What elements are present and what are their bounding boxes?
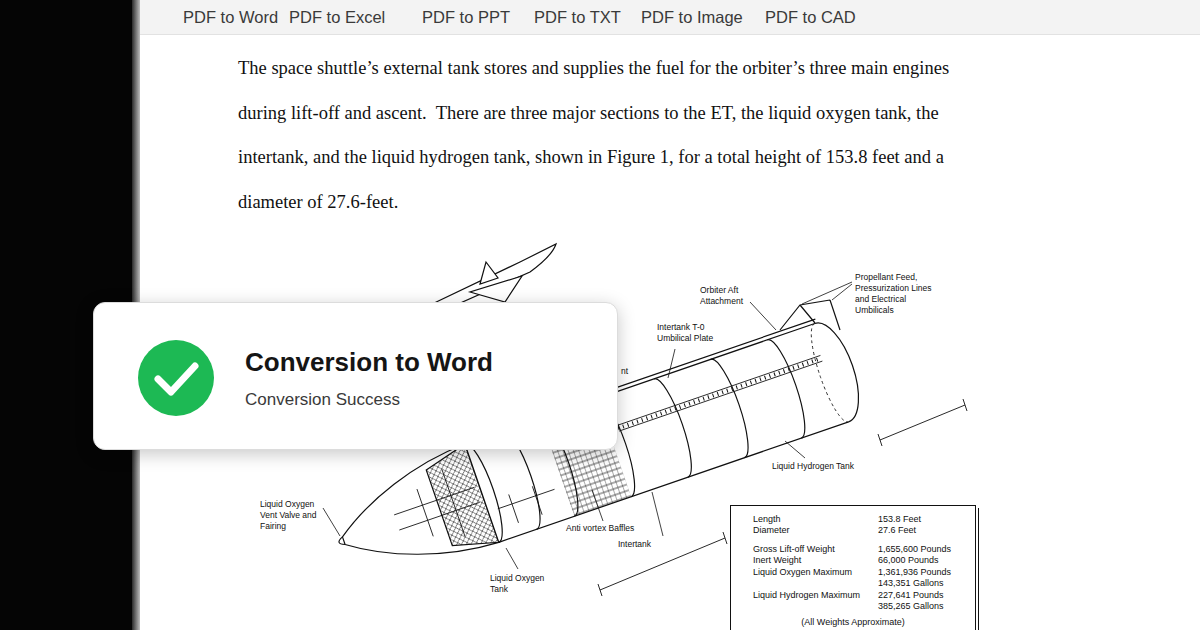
table-note: (All Weights Approximate) [731,617,975,628]
success-icon [131,333,221,423]
cable-tray [617,355,822,431]
part-label: Anti vortex Baffles [566,523,634,534]
orbiter-fin [480,262,498,284]
table-cell: 1,655,600 Pounds [878,544,951,555]
toast-notification: Conversion to WordConversion Success [93,302,618,450]
menu-item: PDF to Word [183,7,278,27]
table-cell: 153.8 Feet [878,514,921,525]
success-circle [138,340,214,416]
part-label: Intertank [618,539,651,550]
aft-struts [780,300,840,330]
table-cell: Inert Weight [753,555,801,566]
table-cell: 227,641 Pounds [878,590,944,601]
toast-message: Conversion Success [245,390,400,410]
table-cell: 66,000 Pounds [878,555,939,566]
feed-line [605,319,815,391]
part-label: Propellant Feed, Pressurization Lines an… [855,272,947,316]
table-cell: 143,351 Gallons [878,578,944,589]
nose-cone [327,444,499,590]
part-label: Liquid Oxygen Vent Valve and Fairing [260,499,320,532]
orbiter-wing [470,276,522,302]
table-cell: Liquid Oxygen Maximum [753,567,852,578]
part-label: Intertank T-0 Umbilical Plate [657,322,727,344]
body-paragraph: The space shuttle’s external tank stores… [238,46,1000,224]
table-cell: 385,265 Gallons [878,601,944,612]
menu-item: PDF to TXT [534,7,621,27]
menu-item: PDF to CAD [765,7,856,27]
table-cell: 27.6 Feet [878,525,916,536]
check-mark [158,366,195,392]
spec-table: Length 153.8 FeetDiameter 27.6 FeetGross L… [730,505,976,630]
table-cell: Gross Lift-off Weight [753,544,835,555]
part-label: Orbiter Aft Attachment [700,285,752,307]
cable-tray-ticks [618,358,821,428]
lox-cutaway [422,444,498,557]
table-cell: Liquid Hydrogen Maximum [753,590,860,601]
part-label: Liquid Oxygen Tank [490,573,552,595]
part-label: Liquid Hydrogen Tank [772,461,854,472]
rear-dome [815,316,870,421]
menu-item: PDF to PPT [422,7,510,27]
lox-baffles [385,462,488,556]
part-label: nt [621,366,628,377]
table-cell: 1,361,936 Pounds [878,567,951,578]
rear-ring [803,324,848,426]
anti-vortex-baffles [495,480,561,528]
nose-tip [338,537,345,546]
toast-title: Conversion to Word [245,347,493,377]
menu-item: PDF to Excel [289,7,385,27]
table-cell: Length [753,514,781,525]
menu-item: PDF to Image [641,7,743,27]
table-cell: Diameter [753,525,790,536]
